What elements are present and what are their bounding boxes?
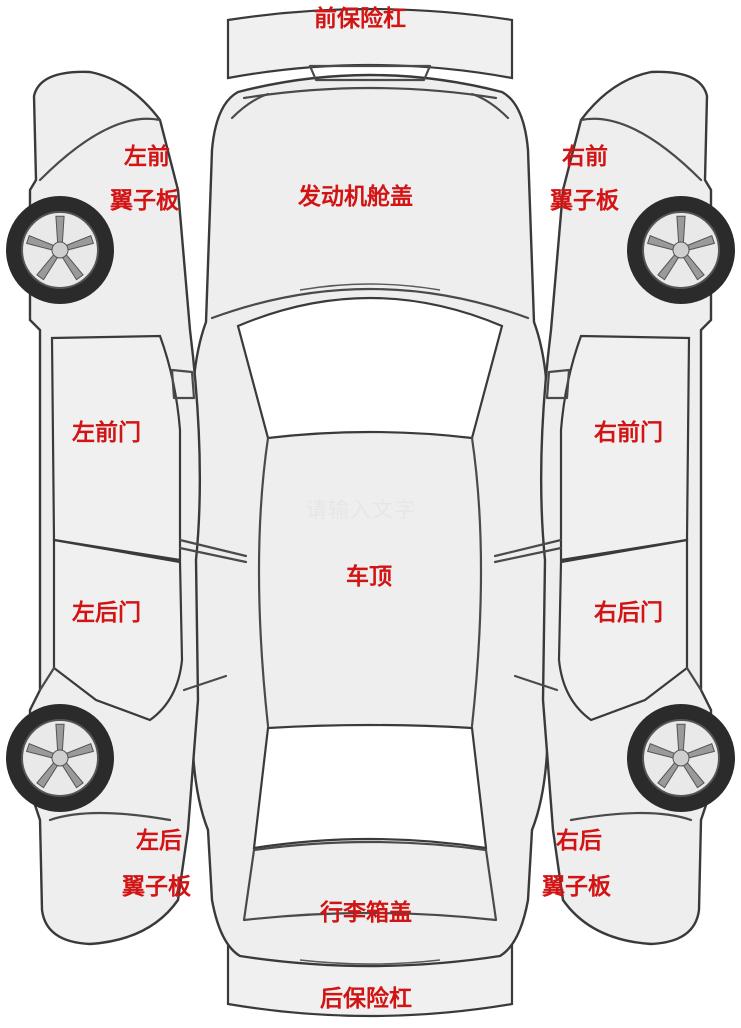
wheel-hub: [51, 241, 69, 259]
left-rear-door-shape: [52, 538, 184, 722]
wheel-hub: [51, 749, 69, 767]
front-bumper-shape: [226, 7, 514, 80]
front-bumper-label: 前保险杠: [314, 6, 406, 32]
right-front-door-shape: [559, 334, 691, 562]
hood-label: 发动机舱盖: [298, 184, 413, 210]
trunk-lid-label: 行李箱盖: [320, 900, 412, 926]
rim-spoke: [55, 723, 65, 751]
wheel-hub: [672, 749, 690, 767]
wheel-right-rear: [627, 704, 735, 812]
right-front-fender-label-line1: 右前: [562, 144, 608, 170]
rear-window: [252, 723, 488, 850]
rear-bumper-label: 后保险杠: [320, 986, 412, 1012]
front-windshield: [236, 296, 504, 440]
left-rear-fender-label-line2: 翼子板: [122, 874, 191, 900]
right-front-fender-label-line2: 翼子板: [550, 188, 619, 214]
right-rear-fender-label-line1: 右后: [556, 828, 602, 854]
left-front-door-label: 左前门: [72, 420, 141, 446]
left-front-door-shape: [50, 334, 182, 562]
wheel-left-front: [6, 196, 114, 304]
roof-label: 车顶: [346, 564, 392, 590]
left-rear-door-label: 左后门: [72, 600, 141, 626]
right-rear-door-shape: [557, 538, 689, 722]
rim-spoke: [55, 215, 65, 243]
wheel-right-front: [627, 196, 735, 304]
right-rear-fender-label-line2: 翼子板: [542, 874, 611, 900]
text-placeholder-watermark: 请输入文字: [306, 498, 416, 522]
wheel-left-rear: [6, 704, 114, 812]
left-front-fender-label-line2: 翼子板: [110, 188, 179, 214]
left-front-fender-label-line1: 左前: [124, 144, 170, 170]
right-rear-door-label: 右后门: [594, 600, 663, 626]
rim-spoke: [676, 723, 686, 751]
rim-spoke: [676, 215, 686, 243]
wheel-hub: [672, 241, 690, 259]
left-rear-fender-label-line1: 左后: [136, 828, 182, 854]
right-front-door-label: 右前门: [594, 420, 663, 446]
